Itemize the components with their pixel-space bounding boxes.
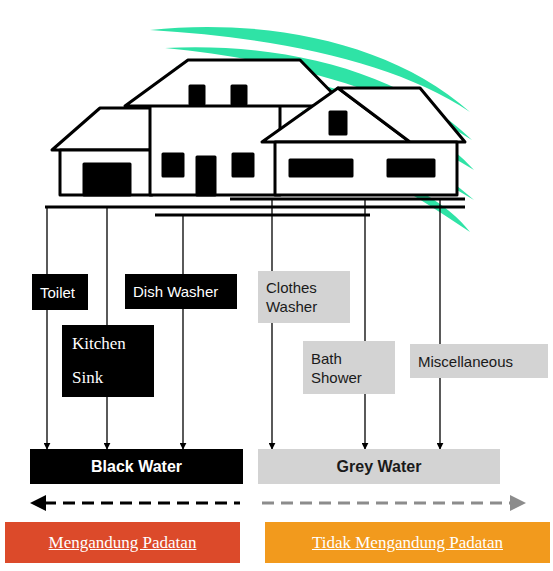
main-wall (150, 104, 280, 195)
right-roof-back (338, 88, 465, 142)
source-box: Bath Shower (303, 341, 395, 394)
node-label: Bath Shower (311, 349, 387, 387)
water-type-box: Black Water (30, 449, 243, 484)
drain-pipe (46, 207, 47, 276)
dashed-arrow-line (44, 502, 240, 505)
window (290, 160, 352, 176)
drain-pipe (439, 199, 440, 346)
drain-pipes (47, 199, 440, 346)
node-label: Kitchen Sink (72, 327, 144, 395)
node-label: Clothes Washer (266, 278, 342, 316)
ground-line (230, 198, 465, 201)
source-box: Clothes Washer (258, 271, 350, 323)
house (52, 60, 465, 195)
source-box: Toilet (32, 274, 88, 310)
node-label: Black Water (91, 458, 182, 476)
main-roof (125, 60, 345, 106)
source-box: Miscellaneous (410, 344, 548, 378)
arrow-head (30, 495, 46, 511)
window (190, 86, 204, 104)
flow-arrow (271, 323, 272, 449)
node-label: Miscellaneous (418, 352, 540, 371)
flow-arrow (439, 378, 440, 449)
direction-arrows (30, 495, 526, 511)
right-wall (275, 142, 457, 195)
category-band: Tidak Mengandung Padatan (265, 522, 550, 563)
garage-door (84, 164, 130, 195)
window (163, 154, 183, 176)
node-label: Grey Water (337, 457, 422, 476)
arrow-head (510, 495, 526, 511)
ground-line (45, 206, 465, 209)
window (388, 160, 434, 176)
drain-pipe (106, 207, 107, 326)
source-box: Dish Washer (125, 274, 237, 309)
green-swoosh (150, 27, 474, 232)
water-type-box: Grey Water (258, 449, 500, 484)
door (197, 157, 215, 195)
window (233, 154, 253, 176)
drain-pipe (364, 199, 365, 343)
flow-arrow (364, 394, 365, 449)
drain-pipe (271, 199, 272, 273)
ground-lines (45, 199, 465, 215)
node-label: Toilet (40, 284, 80, 301)
window (330, 112, 346, 134)
flow-arrow (182, 309, 183, 449)
node-label: Tidak Mengandung Padatan (312, 533, 503, 553)
node-label: Mengandung Padatan (49, 533, 197, 553)
ground-line (155, 214, 370, 217)
source-box: Kitchen Sink (62, 325, 154, 397)
drain-pipe (182, 215, 183, 276)
category-band: Mengandung Padatan (5, 522, 240, 563)
garage-wall (60, 150, 152, 195)
window (232, 86, 246, 104)
dashed-arrow-line (262, 502, 512, 505)
flow-arrow (46, 310, 47, 449)
node-label: Dish Washer (133, 283, 229, 300)
flow-arrow (106, 397, 107, 449)
